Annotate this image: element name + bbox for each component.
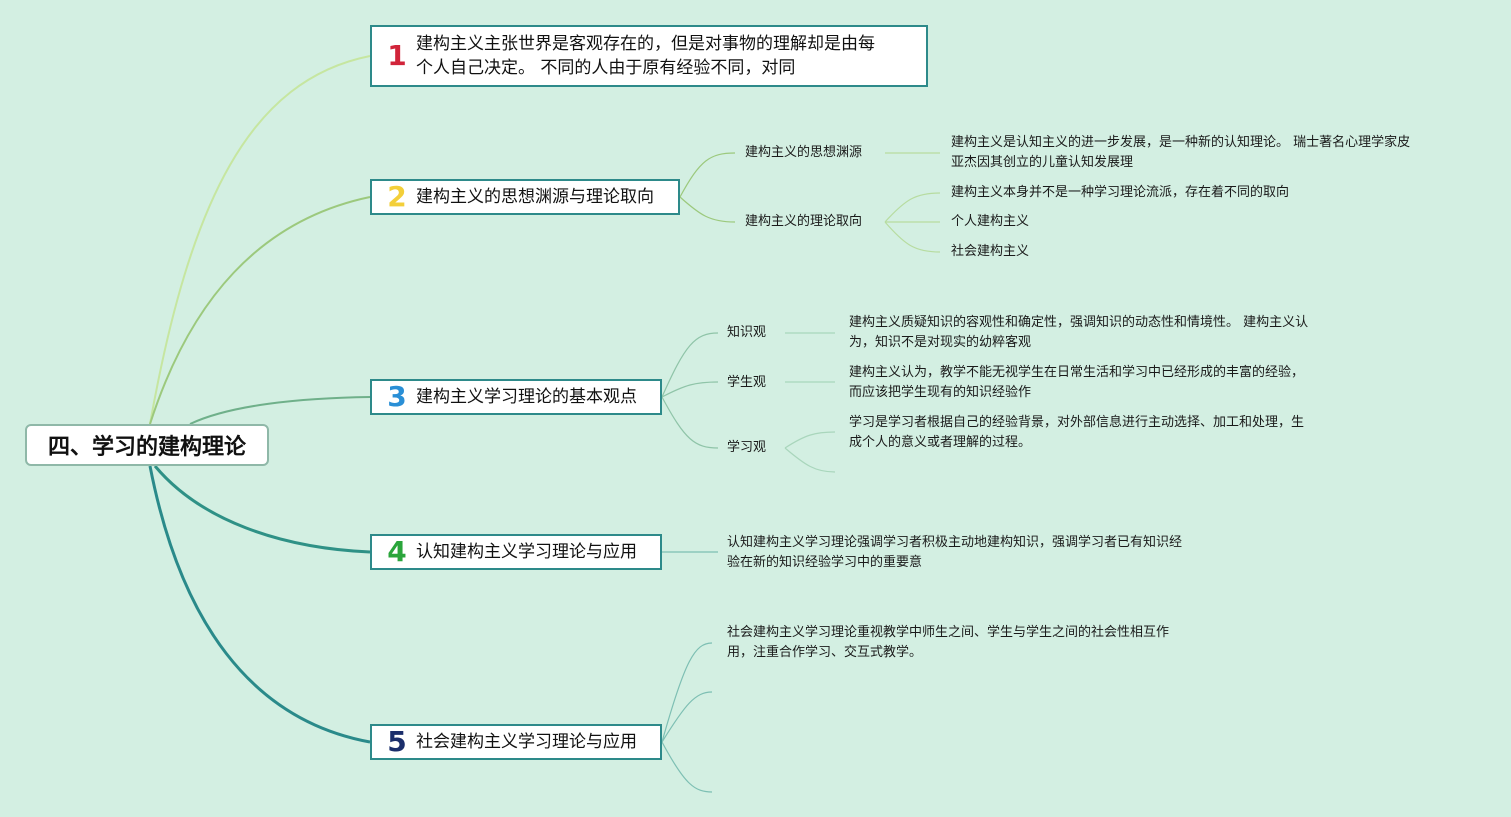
topic-5-label: 社会建构主义学习理论与应用 xyxy=(416,732,637,752)
topic-1-label-line-2: 个人自己决定。 不同的人由于原有经验不同，对同 xyxy=(416,58,796,78)
topic-1-label-line-1: 建构主义主张世界是客观存在的，但是对事物的理解却是由每 xyxy=(416,34,875,54)
leaf-knowledge-line-2: 为，知识不是对现实的幼粹客观 xyxy=(849,335,1032,350)
topic-3[interactable]: 3 建构主义学习理论的基本观点 xyxy=(370,379,662,415)
t2-sub-origin-line xyxy=(679,152,736,198)
leaf-knowledge-view[interactable]: 建构主义质疑知识的容观性和确定性，强调知识的动态性和情境性。 建构主义认 为，知… xyxy=(849,313,1308,353)
topic-4-label: 认知建构主义学习理论与应用 xyxy=(416,542,637,562)
leaf-social-line-2: 用，注重合作学习、交互式教学。 xyxy=(727,645,923,660)
number-badge-1: 1 xyxy=(387,39,407,72)
leaf-origin-line-2: 亚杰因其创立的儿童认知发展理 xyxy=(951,155,1134,170)
topic-4[interactable]: 4 认知建构主义学习理论与应用 xyxy=(370,534,662,570)
branch-1-line xyxy=(149,55,371,425)
subtopic-origin[interactable]: 建构主义的思想渊源 xyxy=(745,145,863,160)
number-badge-4: 4 xyxy=(387,535,407,568)
leaf-student-line-2: 而应该把学生现有的知识经验作 xyxy=(849,385,1032,400)
branch-2-line xyxy=(149,196,371,425)
leaf-learning-view[interactable]: 学习是学习者根据自己的经验背景，对外部信息进行主动选择、加工和处理，生 成个人的… xyxy=(849,413,1304,453)
leaf-cognitive-line-1: 认知建构主义学习理论强调学习者积极主动地建构知识，强调学习者已有知识经 xyxy=(727,535,1183,550)
leaf-orientation-3[interactable]: 社会建构主义 xyxy=(951,244,1030,259)
t2-orient-leaf-3-line xyxy=(884,221,941,253)
leaf-learning-line-2: 成个人的意义或者理解的过程。 xyxy=(849,435,1032,450)
subtopic-orientation[interactable]: 建构主义的理论取向 xyxy=(745,214,863,229)
t5-leaf-2-line xyxy=(661,691,713,743)
t3-learning-leaf-1-line xyxy=(784,431,836,449)
topic-3-label: 建构主义学习理论的基本观点 xyxy=(416,387,637,407)
root-node[interactable]: 四、学习的建构理论 xyxy=(25,424,269,466)
t5-leaf-1-line xyxy=(661,642,713,743)
leaf-origin-line-1: 建构主义是认知主义的进一步发展，是一种新的认知理论。 瑞士著名心理学家皮 xyxy=(951,135,1411,150)
leaf-orientation-2[interactable]: 个人建构主义 xyxy=(951,214,1030,229)
leaf-origin-text[interactable]: 建构主义是认知主义的进一步发展，是一种新的认知理论。 瑞士著名心理学家皮 亚杰因… xyxy=(951,133,1410,173)
subtopic-student-view[interactable]: 学生观 xyxy=(727,375,767,390)
leaf-cognitive-constructivism[interactable]: 认知建构主义学习理论强调学习者积极主动地建构知识，强调学习者已有知识经 验在新的… xyxy=(727,533,1182,573)
leaf-orientation-1[interactable]: 建构主义本身并不是一种学习理论流派，存在着不同的取向 xyxy=(951,185,1290,200)
t2-sub-orientation-line xyxy=(679,196,736,223)
topic-2[interactable]: 2 建构主义的思想渊源与理论取向 xyxy=(370,179,680,215)
leaf-learning-line-1: 学习是学习者根据自己的经验背景，对外部信息进行主动选择、加工和处理，生 xyxy=(849,415,1305,430)
leaf-student-view[interactable]: 建构主义认为，教学不能无视学生在日常生活和学习中已经形成的丰富的经验， 而应该把… xyxy=(849,363,1304,403)
leaf-social-constructivism[interactable]: 社会建构主义学习理论重视教学中师生之间、学生与学生之间的社会性相互作 用，注重合… xyxy=(727,623,1169,663)
subtopic-knowledge-view[interactable]: 知识观 xyxy=(727,325,767,340)
branch-5-line xyxy=(148,465,371,744)
t3-knowledge-line xyxy=(661,332,719,398)
topic-1[interactable]: 1 建构主义主张世界是客观存在的，但是对事物的理解却是由每 个人自己决定。 不同… xyxy=(370,25,928,87)
t3-learning-leaf-2-line xyxy=(784,447,836,473)
number-badge-3: 3 xyxy=(387,380,407,413)
number-badge-5: 5 xyxy=(387,725,407,758)
number-badge-2: 2 xyxy=(387,180,407,213)
t2-orient-leaf-1-line xyxy=(884,192,941,223)
branch-4-line xyxy=(153,465,371,554)
leaf-student-line-1: 建构主义认为，教学不能无视学生在日常生活和学习中已经形成的丰富的经验， xyxy=(849,365,1305,380)
t3-learning-line xyxy=(661,396,719,449)
topic-5[interactable]: 5 社会建构主义学习理论与应用 xyxy=(370,724,662,760)
t5-leaf-3-line xyxy=(661,741,713,793)
subtopic-learning-view[interactable]: 学习观 xyxy=(727,440,767,455)
leaf-social-line-1: 社会建构主义学习理论重视教学中师生之间、学生与学生之间的社会性相互作 xyxy=(727,625,1170,640)
leaf-cognitive-line-2: 验在新的知识经验学习中的重要意 xyxy=(727,555,923,570)
topic-1-text: 建构主义主张世界是客观存在的，但是对事物的理解却是由每 个人自己决定。 不同的人… xyxy=(416,32,875,80)
leaf-knowledge-line-1: 建构主义质疑知识的容观性和确定性，强调知识的动态性和情境性。 建构主义认 xyxy=(849,315,1309,330)
topic-2-label: 建构主义的思想渊源与理论取向 xyxy=(416,187,654,207)
branch-3-line xyxy=(189,396,371,425)
root-title: 四、学习的建构理论 xyxy=(47,435,246,460)
t3-student-line xyxy=(661,381,719,398)
